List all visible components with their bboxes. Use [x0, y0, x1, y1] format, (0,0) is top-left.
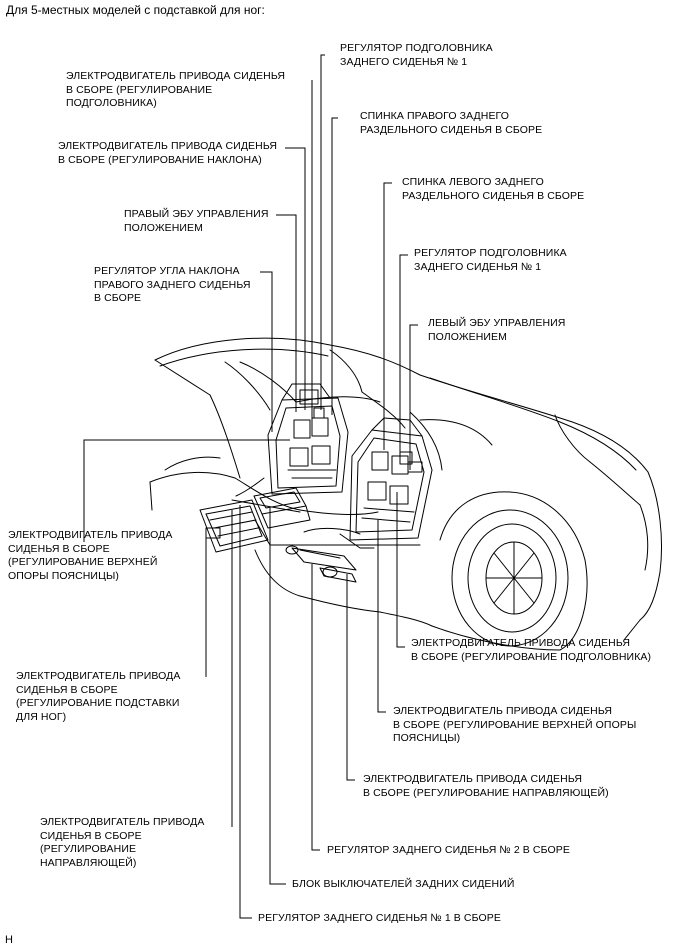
label-left-position-ecu: ЛЕВЫЙ ЭБУ УПРАВЛЕНИЯ ПОЛОЖЕНИЕМ [428, 317, 566, 343]
page-title: Для 5-местных моделей с подставкой для н… [6, 3, 265, 17]
rear-window [224, 349, 406, 429]
leader-lines [83, 54, 418, 919]
label-rear-seat-switch-block: БЛОК ВЫКЛЮЧАТЕЛЕЙ ЗАДНИХ СИДЕНИЙ [292, 878, 515, 890]
label-right-position-ecu: ПРАВЫЙ ЭБУ УПРАВЛЕНИЯ ПОЛОЖЕНИЕМ [124, 208, 269, 234]
label-recliner-right-rear: РЕГУЛЯТОР УГЛА НАКЛОНА ПРАВОГО ЗАДНЕГО С… [94, 265, 251, 304]
rear-wheel [439, 491, 588, 651]
label-rear-headrest-adjuster-right: РЕГУЛЯТОР ПОДГОЛОВНИКА ЗАДНЕГО СИДЕНЬЯ №… [340, 42, 493, 68]
label-motor-upper-lumbar-right: ЭЛЕКТРОДВИГАТЕЛЬ ПРИВОДА СИДЕНЬЯ В СБОРЕ… [8, 529, 173, 582]
left-rear-seat [349, 417, 433, 541]
figure-code: H [5, 934, 13, 946]
footrest-assembly [199, 487, 311, 553]
label-rear-headrest-adjuster-left: РЕГУЛЯТОР ПОДГОЛОВНИКА ЗАДНЕГО СИДЕНЬЯ №… [414, 247, 567, 273]
label-motor-footrest: ЭЛЕКТРОДВИГАТЕЛЬ ПРИВОДА СИДЕНЬЯ В СБОРЕ… [16, 670, 181, 723]
label-rear-seat-adjuster-1: РЕГУЛЯТОР ЗАДНЕГО СИДЕНЬЯ № 1 В СБОРЕ [258, 912, 501, 924]
car-body-outline [149, 337, 662, 651]
label-motor-recline: ЭЛЕКТРОДВИГАТЕЛЬ ПРИВОДА СИДЕНЬЯ В СБОРЕ… [58, 140, 278, 166]
label-rear-seat-adjuster-2: РЕГУЛЯТОР ЗАДНЕГО СИДЕНЬЯ № 2 В СБОРЕ [327, 844, 570, 856]
label-motor-slide-left: ЭЛЕКТРОДВИГАТЕЛЬ ПРИВОДА СИДЕНЬЯ В СБОРЕ… [363, 773, 609, 799]
label-motor-headrest-right: ЭЛЕКТРОДВИГАТЕЛЬ ПРИВОДА СИДЕНЬЯ В СБОРЕ… [66, 70, 286, 109]
label-left-rear-seatback: СПИНКА ЛЕВОГО ЗАДНЕГО РАЗДЕЛЬНОГО СИДЕНЬ… [402, 176, 585, 202]
right-rear-seat [235, 383, 349, 497]
seat-track [285, 527, 375, 583]
label-motor-slide-right: ЭЛЕКТРОДВИГАТЕЛЬ ПРИВОДА СИДЕНЬЯ В СБОРЕ… [40, 816, 205, 869]
label-right-rear-seatback: СПИНКА ПРАВОГО ЗАДНЕГО РАЗДЕЛЬНОГО СИДЕН… [360, 110, 543, 136]
label-motor-headrest-left: ЭЛЕКТРОДВИГАТЕЛЬ ПРИВОДА СИДЕНЬЯ В СБОРЕ… [411, 637, 652, 663]
label-motor-upper-lumbar-left: ЭЛЕКТРОДВИГАТЕЛЬ ПРИВОДА СИДЕНЬЯ В СБОРЕ… [393, 705, 637, 744]
